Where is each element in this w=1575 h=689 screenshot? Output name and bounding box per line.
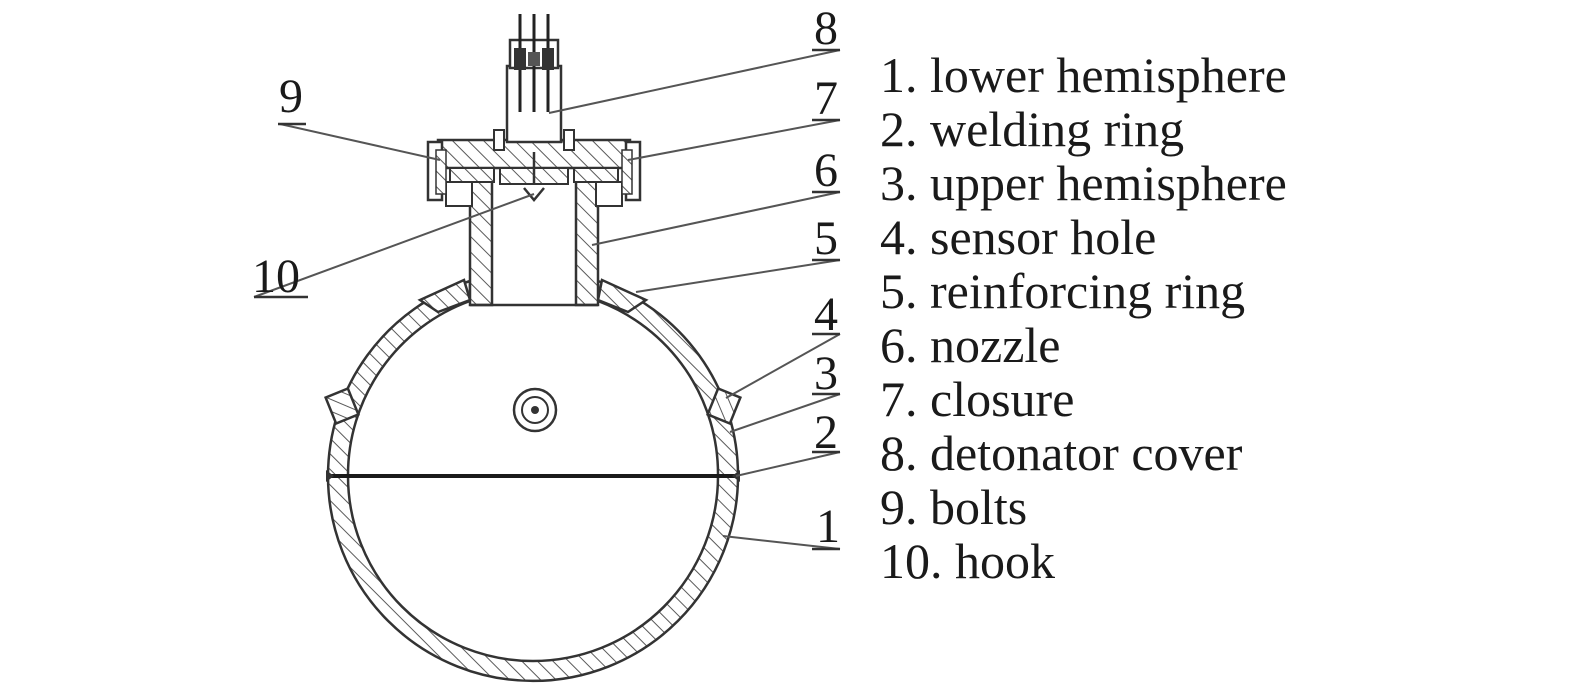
callout-number-3: 3 <box>814 347 838 400</box>
callout-number-10: 10 <box>252 250 300 303</box>
leader-line-4 <box>725 333 841 399</box>
leader-line-1 <box>722 535 841 550</box>
lower-hemisphere-shape <box>326 474 740 683</box>
legend-item-4: 4. sensor hole <box>880 209 1156 265</box>
leader-lines <box>253 49 841 550</box>
callout-number-2: 2 <box>814 406 838 459</box>
legend-item-2: 2. welding ring <box>880 101 1184 157</box>
callout-numbers: 1 2 3 4 5 6 7 8 9 10 <box>252 2 840 553</box>
callout-number-4: 4 <box>814 288 838 341</box>
legend-item-7: 7. closure <box>880 371 1074 427</box>
parts-legend: 1. lower hemisphere 2. welding ring 3. u… <box>880 47 1287 589</box>
callout-number-5: 5 <box>814 212 838 265</box>
leader-line-6 <box>591 191 841 246</box>
leader-line-5 <box>635 259 841 293</box>
leader-line-3 <box>729 393 841 433</box>
callout-number-9: 9 <box>279 70 303 123</box>
spherical-shell <box>326 279 740 683</box>
legend-item-10: 10. hook <box>880 533 1055 589</box>
legend-item-8: 8. detonator cover <box>880 425 1243 481</box>
bolts-shape <box>426 129 642 202</box>
sensor-hole-bosses <box>324 386 742 426</box>
legend-item-3: 3. upper hemisphere <box>880 155 1287 211</box>
legend-item-5: 5. reinforcing ring <box>880 263 1245 319</box>
callout-number-1: 1 <box>816 500 840 553</box>
leader-line-10 <box>253 193 535 298</box>
legend-item-9: 9. bolts <box>880 479 1027 535</box>
legend-item-1: 1. lower hemisphere <box>880 47 1287 103</box>
upper-hemisphere-shape-right <box>596 279 740 478</box>
hook-shape <box>523 152 545 202</box>
sensor-port-circle <box>512 387 558 433</box>
callout-number-6: 6 <box>814 144 838 197</box>
leader-line-7 <box>627 119 841 161</box>
welding-ring-shape <box>326 470 740 482</box>
leader-line-2 <box>735 451 841 477</box>
detonator-cover-shape <box>505 14 563 144</box>
callout-number-7: 7 <box>814 72 838 125</box>
legend-item-6: 6. nozzle <box>880 317 1060 373</box>
callout-underlines <box>254 48 840 551</box>
callout-number-8: 8 <box>814 2 838 55</box>
leader-line-9 <box>279 123 441 161</box>
leader-line-8 <box>548 49 841 114</box>
upper-hemisphere-shape <box>326 279 472 478</box>
